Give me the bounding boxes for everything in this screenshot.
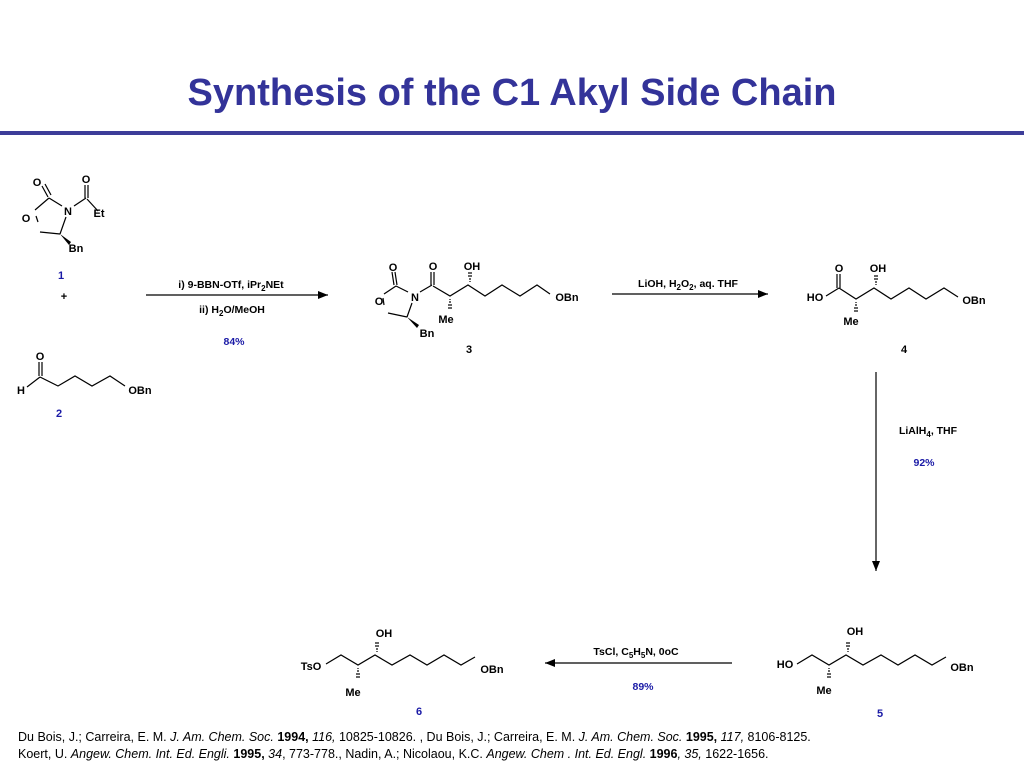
c6-tso-label: TsO [301,661,322,673]
c3-me-label: Me [438,314,453,326]
c1-et-label: Et [94,208,105,220]
c5-oh-label: OH [847,626,864,638]
c5-ho-label: HO [777,659,794,671]
arrow-1-condition-2: ii) H2O/MeOH [199,304,265,318]
c3-ring-o-label: O [375,296,384,308]
c1-oxo-label: O [33,177,42,189]
c3-oxo-label: O [389,262,398,274]
c3-n-label: N [411,292,419,304]
plus-sign: + [61,291,67,303]
compound-3 [382,271,551,328]
compound-2-number: 2 [56,408,62,420]
c3-bn-label: Bn [420,328,435,340]
compound-1 [34,183,99,245]
c6-obn-label: OBn [480,664,504,676]
slide-title: Synthesis of the C1 Akyl Side Chain [187,72,837,114]
compound-1-number: 1 [58,270,64,282]
c1-acyl-o-label: O [82,174,91,186]
arrow-3-condition: LiAlH4, THF [899,425,958,439]
reference-line-1: Du Bois, J.; Carreira, E. M. J. Am. Chem… [18,730,811,744]
c6-oh-label: OH [376,628,393,640]
c6-me-label: Me [345,687,360,699]
c6-hashed-bonds [356,642,379,678]
c3-obn-label: OBn [555,292,579,304]
compound-6 [325,654,476,666]
c4-me-label: Me [843,316,858,328]
c4-o-label: O [835,263,844,275]
compound-3-number: 3 [466,344,472,356]
title-divider [0,131,1024,135]
reaction-scheme: O O N O Et Bn 1 + O H OBn 2 i) 9-BBN-OTf… [17,174,986,720]
c2-o-label: O [36,351,45,363]
arrow-2-condition: LiOH, H2O2, aq. THF [638,278,738,292]
c3-oh-label: OH [464,261,481,273]
arrow-4-yield: 89% [632,681,654,693]
c4-oh-label: OH [870,263,887,275]
compound-4 [825,274,959,300]
c3-hashed-bonds [448,272,472,309]
compound-5-number: 5 [877,708,883,720]
arrow-4-condition: TsCl, C5H5N, 0oC [593,646,679,660]
c1-ring-o-label: O [22,213,31,225]
arrow-1-condition-1: i) 9-BBN-OTf, iPr2NEt [178,279,284,293]
c4-obn-label: OBn [962,295,986,307]
c3-acyl-o-label: O [429,261,438,273]
arrow-3-yield: 92% [913,457,935,469]
c1-bn-label: Bn [69,243,84,255]
c5-hashed-bonds [827,642,850,678]
compound-2 [26,362,126,388]
c2-h-label: H [17,385,25,397]
reference-line-2: Koert, U. Angew. Chem. Int. Ed. Engli. 1… [18,747,769,761]
arrow-1-yield: 84% [223,336,245,348]
c5-obn-label: OBn [950,662,974,674]
compound-5 [796,654,947,666]
c5-me-label: Me [816,685,831,697]
c2-obn-label: OBn [128,385,152,397]
c1-n-label: N [64,206,72,218]
references: Du Bois, J.; Carreira, E. M. J. Am. Chem… [18,729,1008,763]
compound-4-number: 4 [901,344,908,356]
c4-hashed-bonds [854,275,878,312]
compound-6-number: 6 [416,706,422,718]
c4-ho-label: HO [807,292,824,304]
